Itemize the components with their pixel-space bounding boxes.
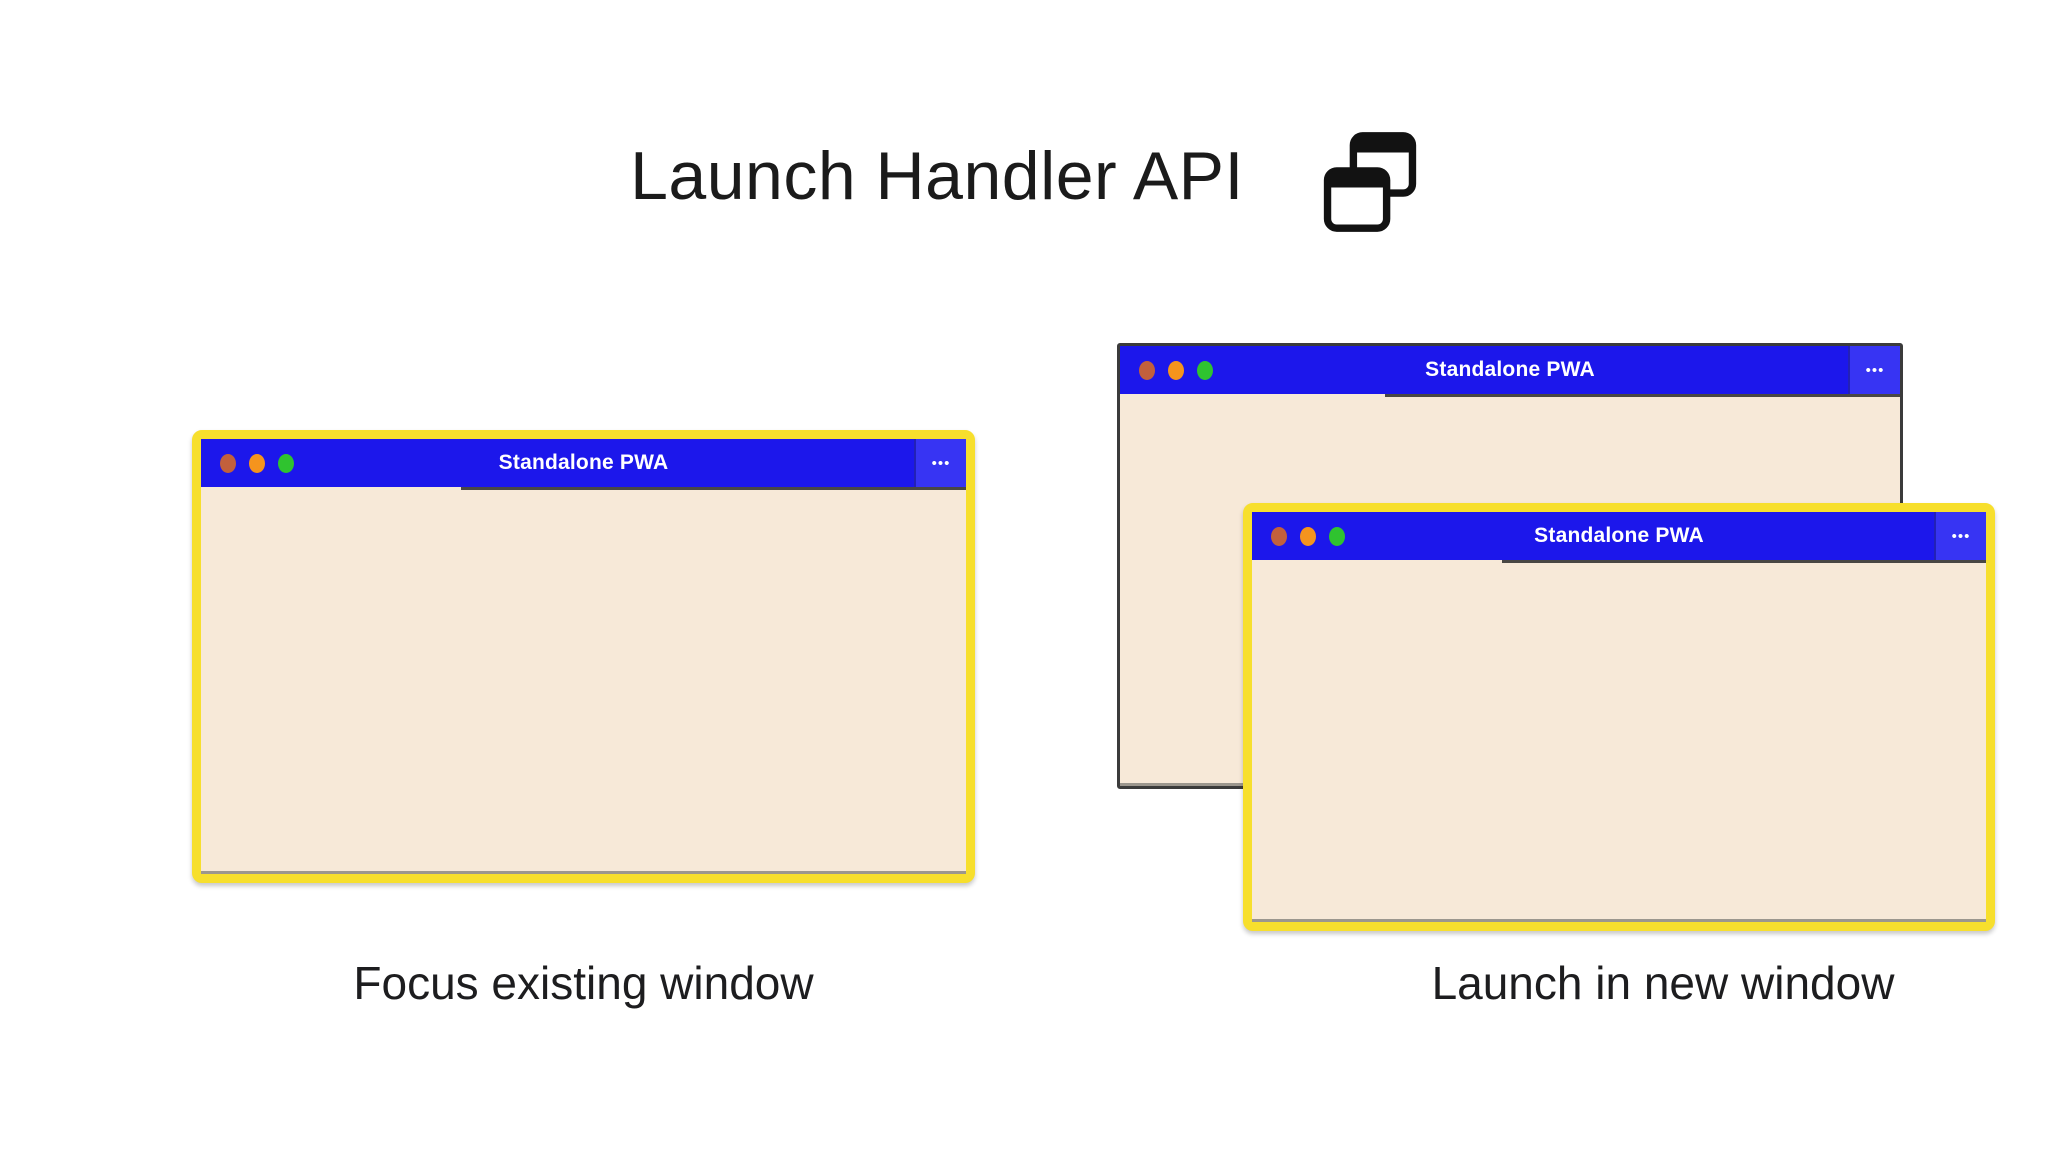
menu-button: ••• <box>1934 512 1986 560</box>
maximize-light-icon <box>278 453 294 473</box>
window-body <box>1252 560 1986 922</box>
minimize-light-icon <box>1300 526 1316 546</box>
minimize-light-icon <box>1168 360 1184 380</box>
page-title: Launch Handler API <box>630 138 1244 214</box>
caption-focus-existing-window: Focus existing window <box>353 957 814 1009</box>
menu-button: ••• <box>1848 346 1900 394</box>
window-titlebar: Standalone PWA ••• <box>1120 346 1900 397</box>
ellipsis-icon: ••• <box>931 454 951 472</box>
window-titlebar: Standalone PWA ••• <box>1252 512 1986 563</box>
menu-button: ••• <box>914 439 966 487</box>
traffic-lights <box>201 453 294 473</box>
close-light-icon <box>220 453 236 473</box>
traffic-lights <box>1252 526 1345 546</box>
maximize-light-icon <box>1197 360 1213 380</box>
header: Launch Handler API <box>0 118 2048 234</box>
close-light-icon <box>1139 360 1155 380</box>
maximize-light-icon <box>1329 526 1345 546</box>
new-pwa-window: Standalone PWA ••• <box>1243 503 1995 931</box>
window-title: Standalone PWA <box>1534 524 1704 547</box>
window-title: Standalone PWA <box>1425 358 1595 381</box>
window-body <box>201 487 966 874</box>
focused-pwa-window: Standalone PWA ••• <box>192 430 975 883</box>
ellipsis-icon: ••• <box>1865 361 1885 379</box>
minimize-light-icon <box>249 453 265 473</box>
overlapping-windows-icon <box>1323 132 1417 232</box>
ellipsis-icon: ••• <box>1951 527 1971 545</box>
traffic-lights <box>1120 360 1213 380</box>
caption-launch-in-new-window: Launch in new window <box>1431 957 1895 1009</box>
close-light-icon <box>1271 526 1287 546</box>
window-titlebar: Standalone PWA ••• <box>201 439 966 490</box>
window-title: Standalone PWA <box>498 451 669 474</box>
